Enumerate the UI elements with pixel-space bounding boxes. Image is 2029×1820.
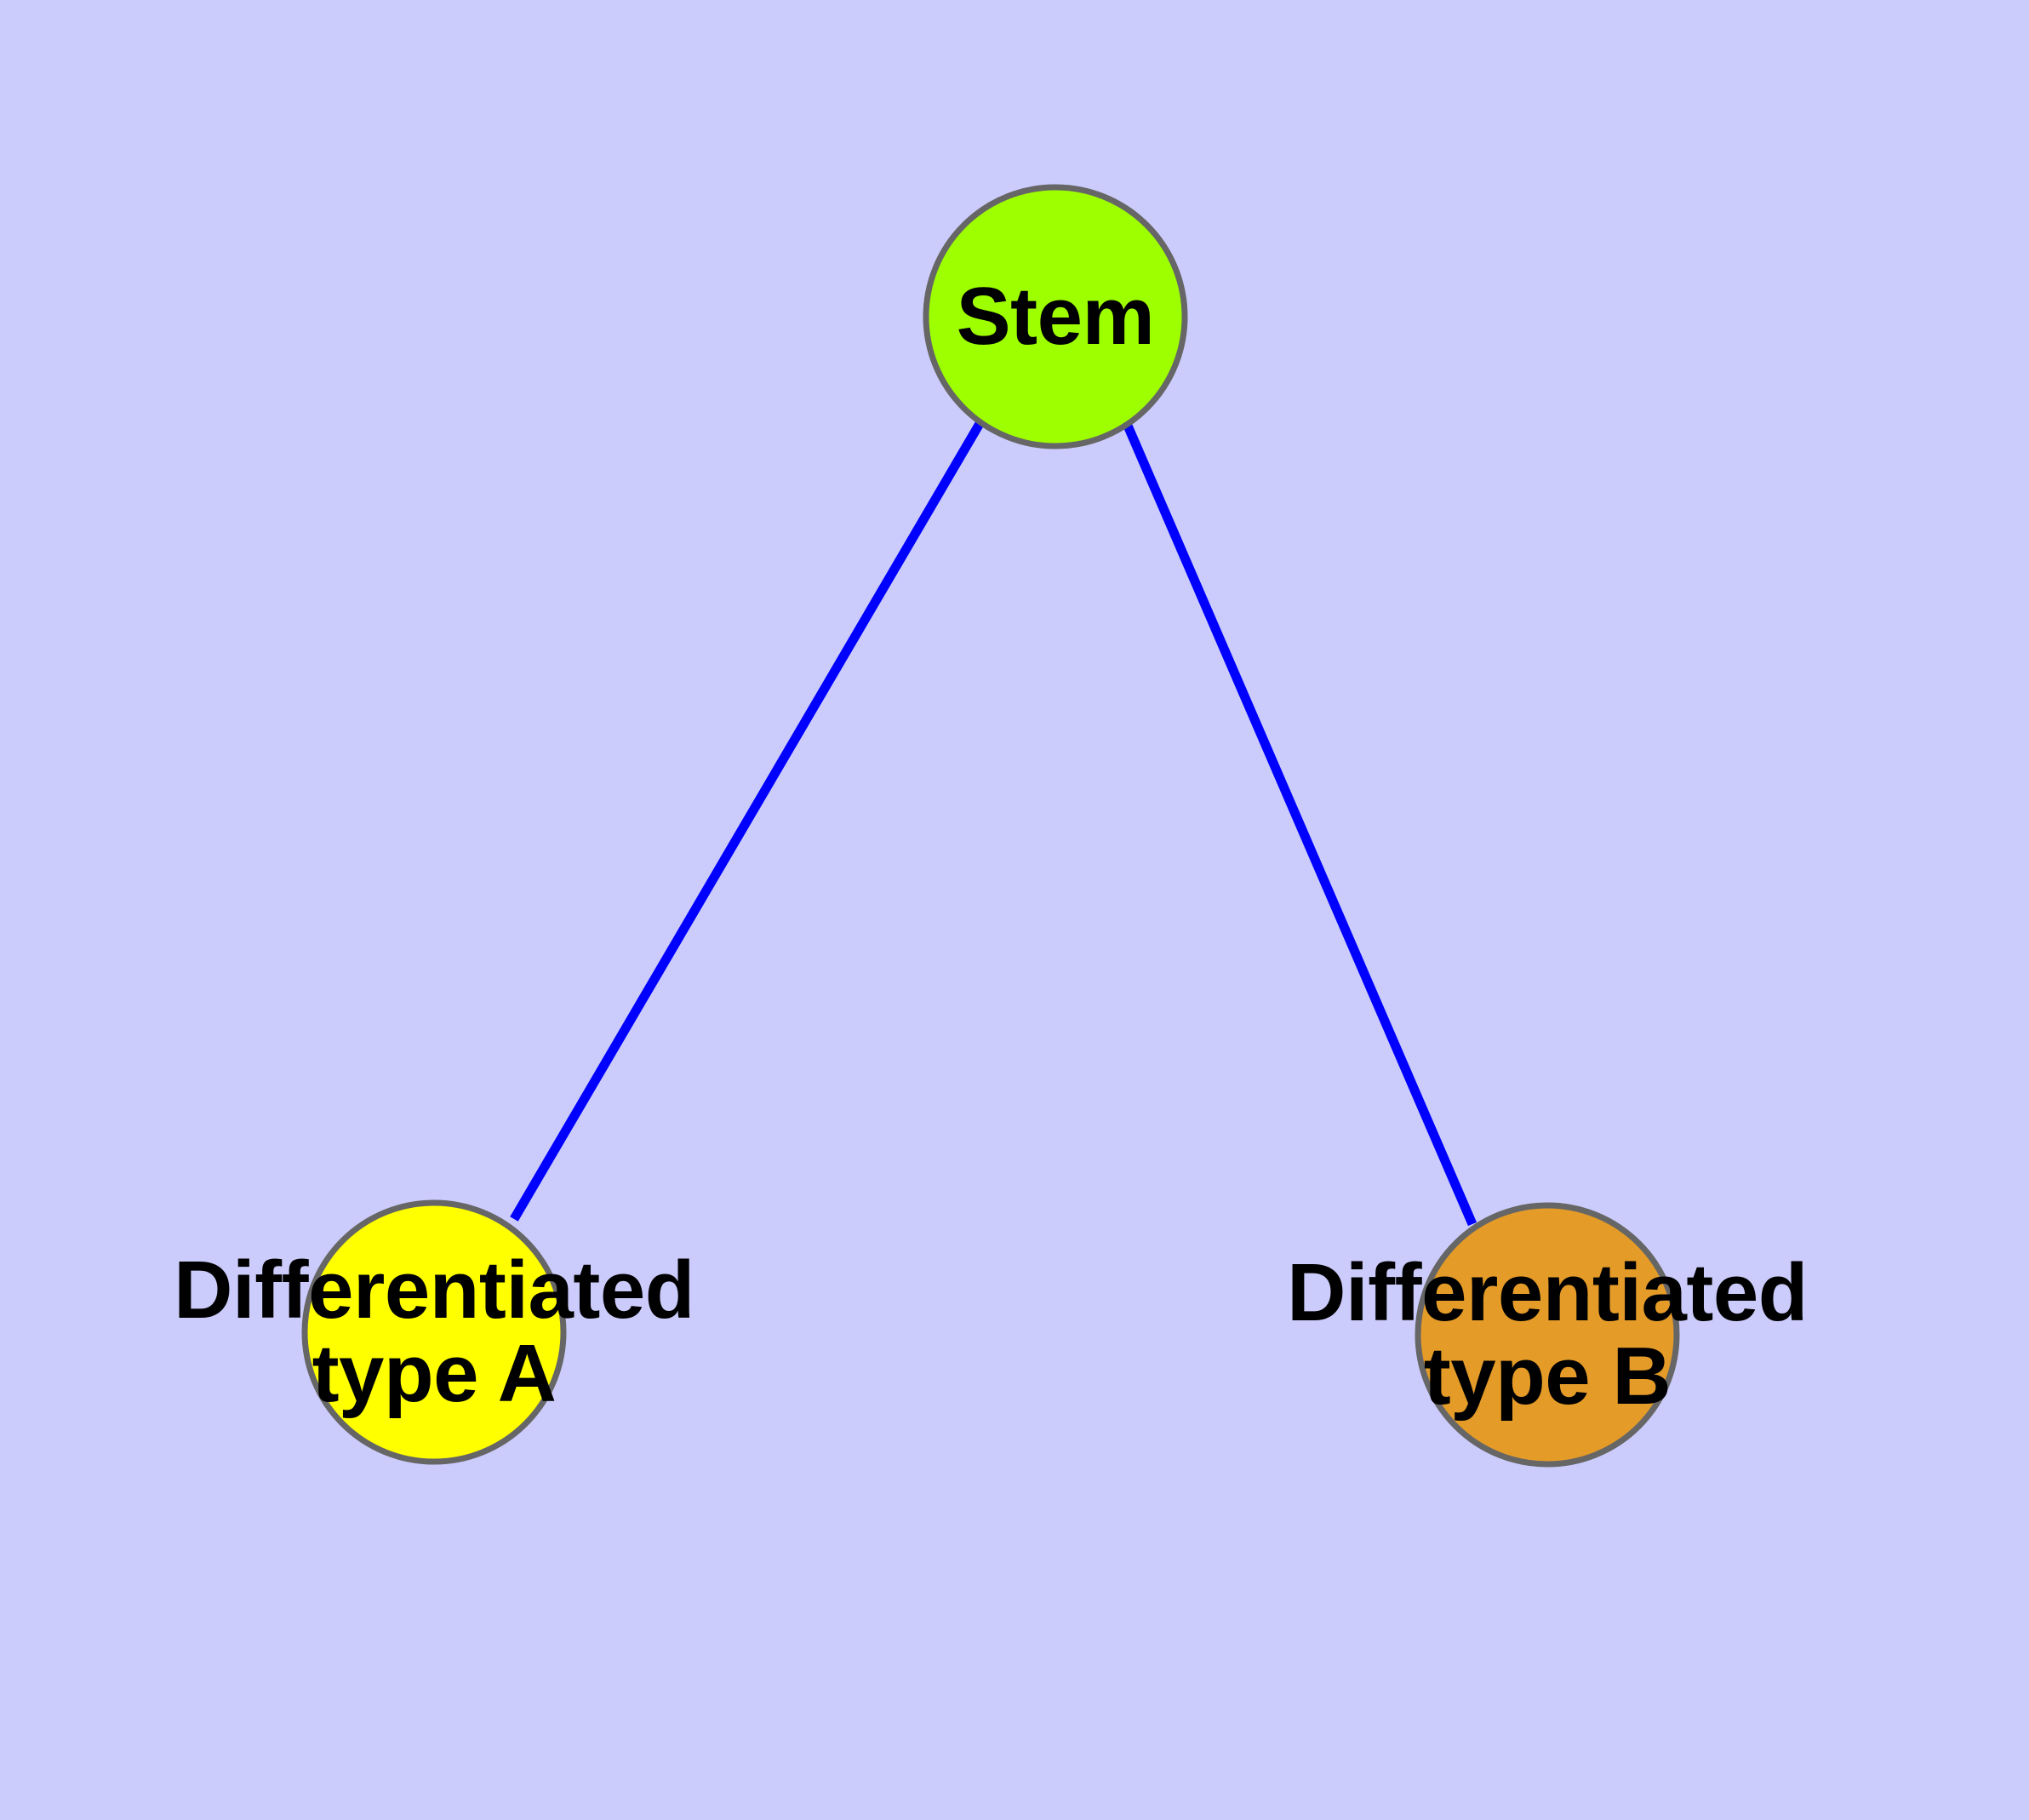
- node-stem[interactable]: [923, 184, 1188, 449]
- edge-stem-to-differentiated-type-b[interactable]: [1123, 423, 1477, 1227]
- edges-layer: [510, 420, 1477, 1227]
- node-differentiated-type-b[interactable]: [1415, 1202, 1680, 1468]
- node-differentiated-type-a[interactable]: [301, 1199, 567, 1465]
- nodes-layer: [301, 184, 1680, 1468]
- edge-stem-to-differentiated-type-a[interactable]: [510, 420, 985, 1222]
